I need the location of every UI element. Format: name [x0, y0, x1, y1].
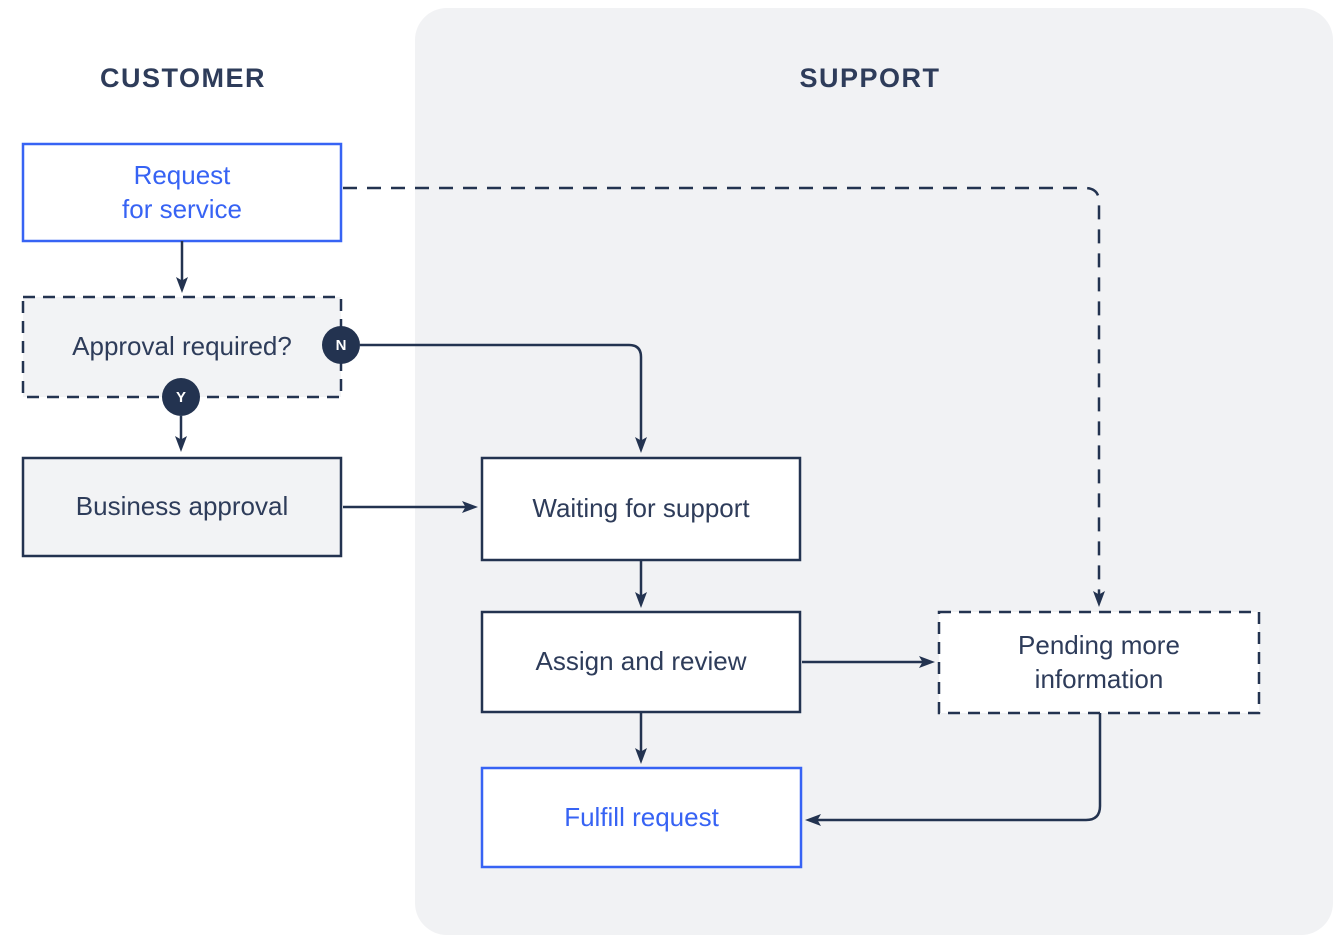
node-fulfill-request-shape	[480, 766, 803, 869]
connector-pending-to-fulfill	[805, 713, 1102, 826]
decision-badge-no: N	[322, 326, 360, 364]
lane-label-customer: CUSTOMER	[99, 63, 267, 93]
connector-request-to-pending-dashed	[343, 186, 1105, 607]
connector-approval-no-to-waiting	[360, 343, 647, 453]
node-assign-and-review-shape	[480, 610, 802, 714]
node-business-approval-shape	[21, 456, 343, 558]
node-waiting-for-support-shape	[480, 456, 802, 562]
node-request-for-service-shape	[21, 142, 343, 243]
node-pending-more-information-shape	[937, 610, 1261, 715]
lane-label-support: SUPPORT	[799, 63, 941, 93]
decision-badge-yes: Y	[162, 378, 200, 416]
